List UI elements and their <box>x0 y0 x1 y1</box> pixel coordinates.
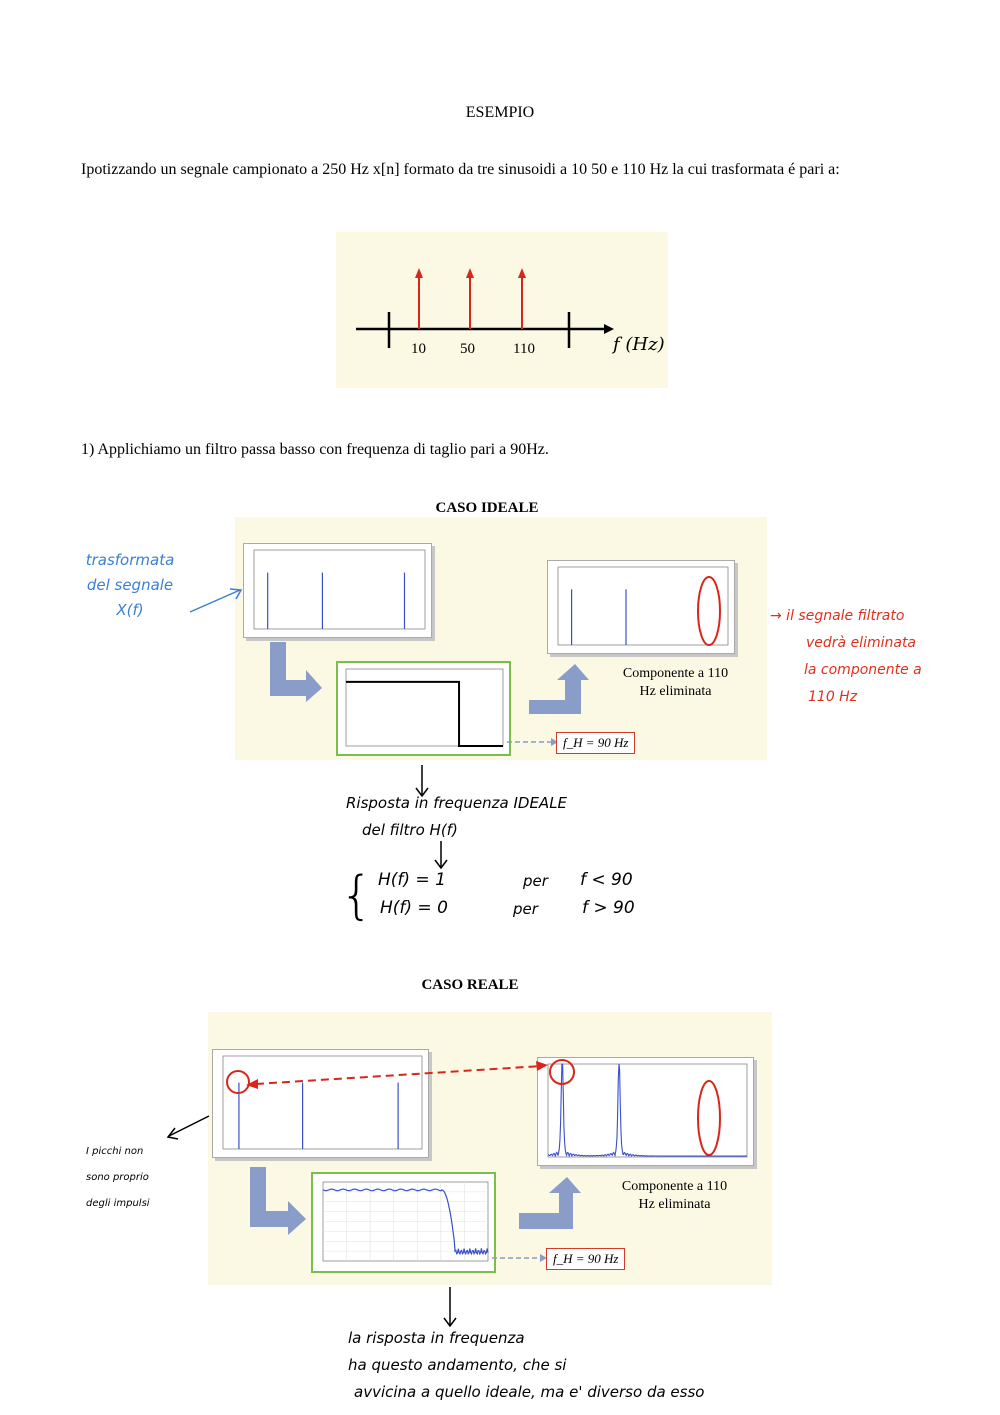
black-arrow-icon <box>166 1115 210 1140</box>
axis-arrow-icon <box>604 324 614 334</box>
real-note-line1: I picchi non <box>86 1146 144 1157</box>
plot-frame <box>222 1055 423 1150</box>
ideal-note-left: trasformata del segnale X(f) <box>70 548 190 623</box>
eq1-cond: per <box>523 872 548 890</box>
note-right-line2: vedrà eliminata <box>806 635 917 651</box>
eq2-lhs: H(f) = 0 <box>380 898 448 918</box>
impulse-arrow-110 <box>518 268 526 278</box>
ideal-filter-curve <box>346 680 503 747</box>
real-response-line2: ha questo andamento, che si <box>348 1356 567 1374</box>
impulse-arrow-10 <box>415 268 423 278</box>
real-response-note: la risposta in frequenza ha questo andam… <box>348 1325 818 1406</box>
real-caption-line2: Hz eliminata <box>638 1197 711 1212</box>
brace-icon: { <box>340 866 374 926</box>
real-output-svg <box>547 1063 748 1158</box>
intro-paragraph: Ipotizzando un segnale campionato a 250 … <box>81 161 840 178</box>
note-right-line3: la componente a <box>804 662 922 678</box>
eq1-rhs: f < 90 <box>580 870 633 890</box>
real-cutoff-label: f_H = 90 Hz <box>546 1248 626 1270</box>
note-left-line3: X(f) <box>116 601 144 619</box>
real-filter-svg <box>322 1181 489 1262</box>
response-note-line1: Risposta in frequenza IDEALE <box>346 794 568 812</box>
tick-110: 110 <box>513 341 535 357</box>
ideal-cutoff-label: f_H = 90 Hz <box>556 732 636 754</box>
spectrum-figure: 10 50 110 f (Hz) <box>336 232 668 388</box>
ideal-filter-svg <box>345 668 504 747</box>
ideal-caption: Componente a 110 Hz eliminata <box>603 665 748 701</box>
down-arrow-icon-real <box>443 1287 457 1328</box>
down-right-arrow-icon <box>270 642 322 702</box>
real-caption: Componente a 110 Hz eliminata <box>597 1178 752 1214</box>
ideal-input-svg <box>253 549 426 630</box>
eq2-rhs: f > 90 <box>582 898 635 918</box>
dashed-pointer-arrow <box>507 738 558 746</box>
real-note-line2: sono proprio <box>86 1172 149 1183</box>
real-response-line1: la risposta in frequenza <box>348 1329 525 1347</box>
ideal-caption-line2: Hz eliminata <box>639 684 712 699</box>
red-dashed-arrow <box>246 1061 548 1089</box>
note-right-line1: → il segnale filtrato <box>770 608 905 624</box>
real-filter-plot <box>311 1172 496 1273</box>
up-right-arrow-icon <box>529 664 589 714</box>
blue-arrow-icon <box>189 588 243 613</box>
plot-frame <box>547 1063 748 1158</box>
note-left-line1: trasformata <box>85 551 175 569</box>
down-arrow-icon <box>415 765 429 798</box>
down-arrow-icon-2 <box>434 841 448 870</box>
real-input-svg <box>222 1055 423 1150</box>
ideal-response-note: Risposta in frequenza IDEALE del filtro … <box>346 790 676 844</box>
plot-frame <box>345 668 504 747</box>
real-removed-circle-icon <box>697 1080 721 1156</box>
dashed-pointer-arrow-real <box>492 1254 547 1262</box>
real-input-plot <box>212 1049 429 1158</box>
down-right-arrow-icon-real <box>250 1167 306 1235</box>
tick-10: 10 <box>411 341 426 357</box>
eq1-lhs: H(f) = 1 <box>378 870 446 890</box>
response-note-line2: del filtro H(f) <box>362 821 458 839</box>
ideal-filter-plot <box>336 661 511 756</box>
plot-frame <box>253 549 426 630</box>
step1-text: 1) Applichiamo un filtro passa basso con… <box>81 441 549 458</box>
real-response-line3: avvicina a quello ideale, ma e' diverso … <box>354 1383 705 1401</box>
ideal-heading: CASO IDEALE <box>435 500 539 516</box>
real-filter-curve <box>322 1188 489 1256</box>
real-note-left: I picchi non sono proprio degli impulsi <box>86 1139 206 1217</box>
real-output-plot <box>537 1057 754 1166</box>
page-title: ESEMPIO <box>465 104 535 121</box>
impulse-arrow-50 <box>466 268 474 278</box>
spectrum-svg: 10 50 110 f (Hz) <box>356 268 665 357</box>
ideal-removed-circle-icon <box>697 576 721 646</box>
ideal-input-plot <box>243 543 432 638</box>
ideal-caption-line1: Componente a 110 <box>622 666 729 681</box>
real-heading: CASO REALE <box>421 977 519 993</box>
real-note-line3: degli impulsi <box>86 1198 150 1209</box>
tick-50: 50 <box>460 341 475 357</box>
up-right-arrow-icon-real <box>519 1177 581 1229</box>
real-caption-line1: Componente a 110 <box>621 1179 728 1194</box>
note-right-line4: 110 Hz <box>808 689 858 705</box>
real-output-peak-circle-icon <box>549 1059 575 1085</box>
axis-label: f (Hz) <box>611 334 665 355</box>
ideal-note-right: → il segnale filtrato vedrà eliminata la… <box>770 603 1000 711</box>
real-peak-circle-icon <box>226 1070 250 1094</box>
note-left-line2: del segnale <box>86 576 174 594</box>
real-output-curve <box>548 1063 747 1158</box>
eq2-cond: per <box>513 900 538 918</box>
